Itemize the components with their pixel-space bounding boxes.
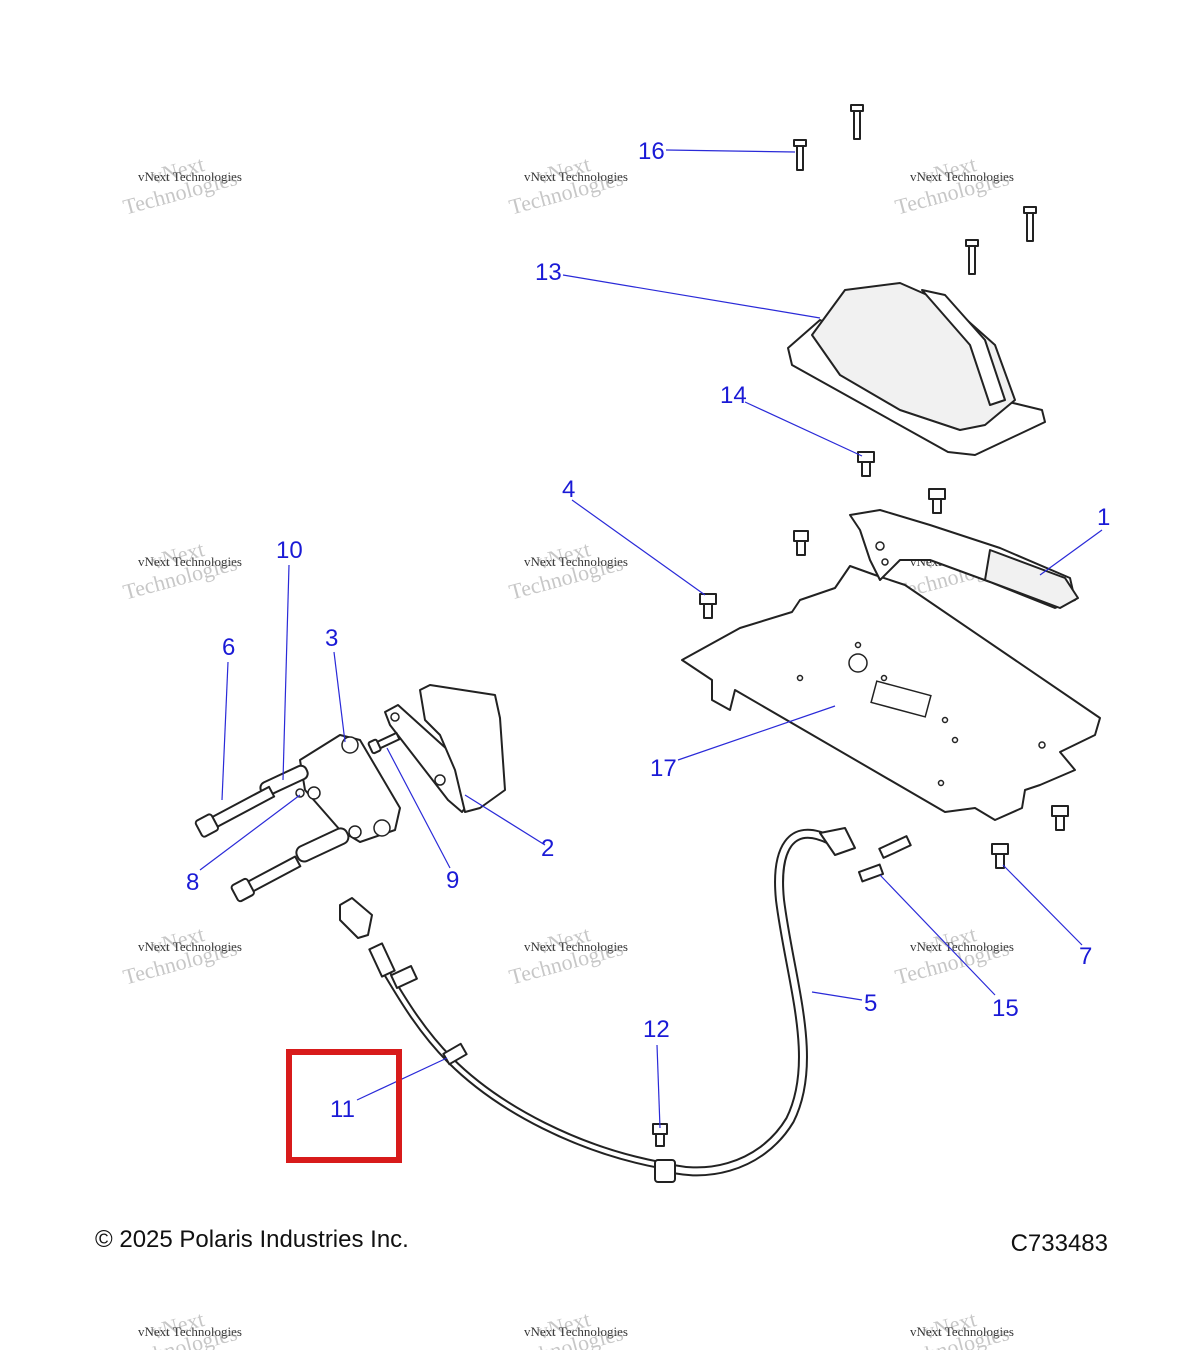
svg-text:vNext Technologies: vNext Technologies — [524, 554, 628, 569]
highlight-box — [286, 1049, 402, 1163]
callout-11: 11 — [330, 1096, 355, 1123]
callout-13: 13 — [535, 259, 562, 286]
brake-cable-part — [339, 827, 912, 1183]
fastener-parts — [652, 104, 1069, 1147]
callout-2: 2 — [541, 835, 554, 862]
console-boot-part — [787, 282, 1046, 456]
callout-16: 16 — [638, 138, 665, 165]
svg-text:vNext Technologies: vNext Technologies — [524, 1324, 628, 1339]
callout-5: 5 — [864, 990, 877, 1017]
brake-lever-part — [849, 509, 1079, 609]
svg-text:vNext Technologies: vNext Technologies — [138, 169, 242, 184]
leader-lines — [199, 149, 1103, 1129]
pivot-bracket-part — [299, 734, 401, 843]
copyright-text: © 2025 Polaris Industries Inc. — [95, 1226, 409, 1253]
pin-and-bolt-parts — [194, 731, 401, 903]
svg-text:vNext Technologies: vNext Technologies — [138, 939, 242, 954]
callout-7: 7 — [1079, 943, 1092, 970]
svg-text:vNext Technologies: vNext Technologies — [910, 169, 1014, 184]
callout-12: 12 — [643, 1016, 670, 1043]
callout-14: 14 — [720, 382, 747, 409]
svg-text:vNext Technologies: vNext Technologies — [524, 169, 628, 184]
callout-9: 9 — [446, 867, 459, 894]
svg-text:vNext Technologies: vNext Technologies — [910, 939, 1014, 954]
svg-text:vNext Technologies: vNext Technologies — [910, 1324, 1014, 1339]
callout-3: 3 — [325, 625, 338, 652]
svg-text:vNext Technologies: vNext Technologies — [524, 939, 628, 954]
svg-text:vNext Technologies: vNext Technologies — [138, 1324, 242, 1339]
callout-17: 17 — [650, 755, 677, 782]
callout-8: 8 — [186, 869, 199, 896]
cable-bracket-part — [384, 684, 506, 813]
drawing-id: C733483 — [1010, 1230, 1108, 1257]
callout-10: 10 — [276, 537, 303, 564]
callout-4: 4 — [562, 476, 575, 503]
callout-layer: 1 2 3 4 5 6 7 8 9 10 11 12 13 14 15 16 1… — [186, 138, 1110, 1123]
callout-6: 6 — [222, 634, 235, 661]
callout-15: 15 — [992, 995, 1019, 1022]
mounting-plate-part — [681, 565, 1101, 821]
callout-1: 1 — [1097, 504, 1110, 531]
svg-text:vNext Technologies: vNext Technologies — [138, 554, 242, 569]
